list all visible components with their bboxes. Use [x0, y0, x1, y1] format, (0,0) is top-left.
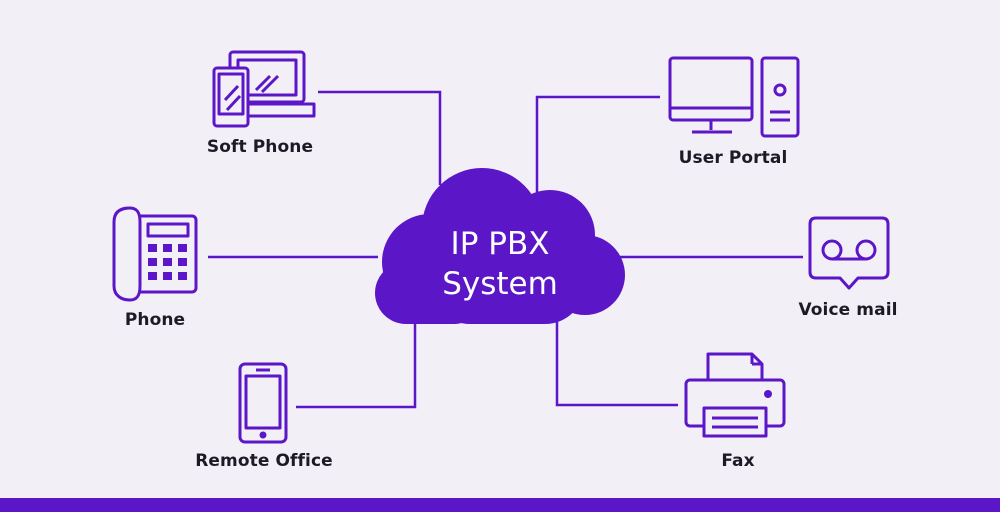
fax-machine-icon: [684, 352, 786, 438]
voice-mail-label: Voice mail: [798, 300, 898, 320]
fax-label: Fax: [721, 451, 755, 471]
connector-user-portal: [535, 95, 660, 195]
voicemail-icon: [808, 216, 890, 290]
remote-office-label: Remote Office: [195, 451, 333, 471]
cloud-shape: [375, 168, 625, 324]
desktop-computer-icon: [668, 56, 800, 138]
connector-fax: [555, 318, 678, 407]
desk-phone-icon: [112, 206, 198, 302]
cloud-title-line2: System: [442, 266, 558, 302]
soft-phone-label: Soft Phone: [206, 137, 314, 157]
phone-label: Phone: [124, 310, 186, 330]
connector-soft-phone: [318, 90, 442, 185]
connector-remote-office: [296, 318, 417, 409]
bottom-accent-bar: [0, 498, 1000, 512]
cloud-title-line1: IP PBX: [450, 226, 550, 262]
mobile-phone-icon: [238, 362, 288, 444]
user-portal-label: User Portal: [678, 148, 788, 168]
laptop-phone-icon: [212, 50, 316, 128]
